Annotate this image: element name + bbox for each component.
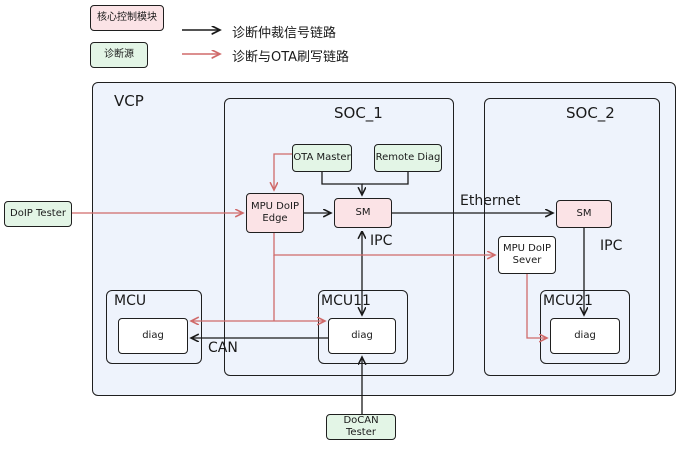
sever-to-mcu21-diag-arrow [526, 274, 547, 338]
legend-diag-source-label: 诊断源 [104, 48, 134, 60]
soc1-label: SOC_1 [334, 104, 383, 122]
sm2-node: SM [556, 200, 612, 228]
ota-master-label: OTA Master [293, 151, 351, 163]
mpu-doip-sever-label: MPU DoIP Sever [503, 242, 551, 267]
ota-master-node: OTA Master [292, 144, 352, 172]
mcu-label: MCU [114, 293, 147, 309]
sm1-node: SM [334, 198, 392, 228]
ipc1-label: IPC [370, 233, 393, 249]
mcu11-diag-node: diag [328, 318, 396, 354]
can-label: CAN [208, 340, 238, 356]
remote-diag-label: Remote Diag [375, 151, 441, 163]
docan-tester-label: DoCAN Tester [343, 414, 379, 439]
legend-core-module-swatch: 核心控制模块 [90, 5, 164, 31]
mcu21-diag-node: diag [550, 318, 620, 354]
legend-core-module-label: 核心控制模块 [97, 11, 157, 23]
mcu21-label: MCU21 [543, 293, 593, 309]
doip-tester-label: DoIP Tester [10, 207, 66, 219]
mpu-doip-edge-label: MPU DoIP Edge [251, 200, 299, 225]
mcu11-diag-label: diag [351, 329, 373, 341]
legend-arbitration-link-label: 诊断仲裁信号链路 [232, 26, 337, 41]
mpu-doip-edge-node: MPU DoIP Edge [246, 193, 304, 233]
docan-tester-node: DoCAN Tester [326, 414, 396, 440]
mpu-doip-sever-node: MPU DoIP Sever [498, 236, 556, 274]
mcu-diag-label: diag [142, 329, 164, 341]
mcu21-diag-label: diag [574, 329, 596, 341]
ethernet-label: Ethernet [460, 193, 521, 209]
ota-master-to-sm1-arrow [321, 172, 362, 195]
sm1-label: SM [355, 206, 371, 218]
edge-to-sever-arrow [273, 233, 495, 255]
mcu-diag-node: diag [118, 318, 188, 354]
remote-diag-node: Remote Diag [374, 144, 442, 172]
ipc2-label: IPC [600, 238, 623, 254]
remote-diag-to-sm1-line [362, 172, 409, 185]
legend-ota-link-label: 诊断与OTA刷写链路 [232, 50, 350, 65]
ota-master-to-edge-arrow [274, 153, 292, 190]
doip-tester-node: DoIP Tester [4, 201, 72, 227]
sm2-label: SM [576, 207, 592, 219]
legend-diag-source-swatch: 诊断源 [90, 42, 148, 68]
soc2-label: SOC_2 [566, 104, 615, 122]
vcp-label: VCP [114, 92, 144, 110]
